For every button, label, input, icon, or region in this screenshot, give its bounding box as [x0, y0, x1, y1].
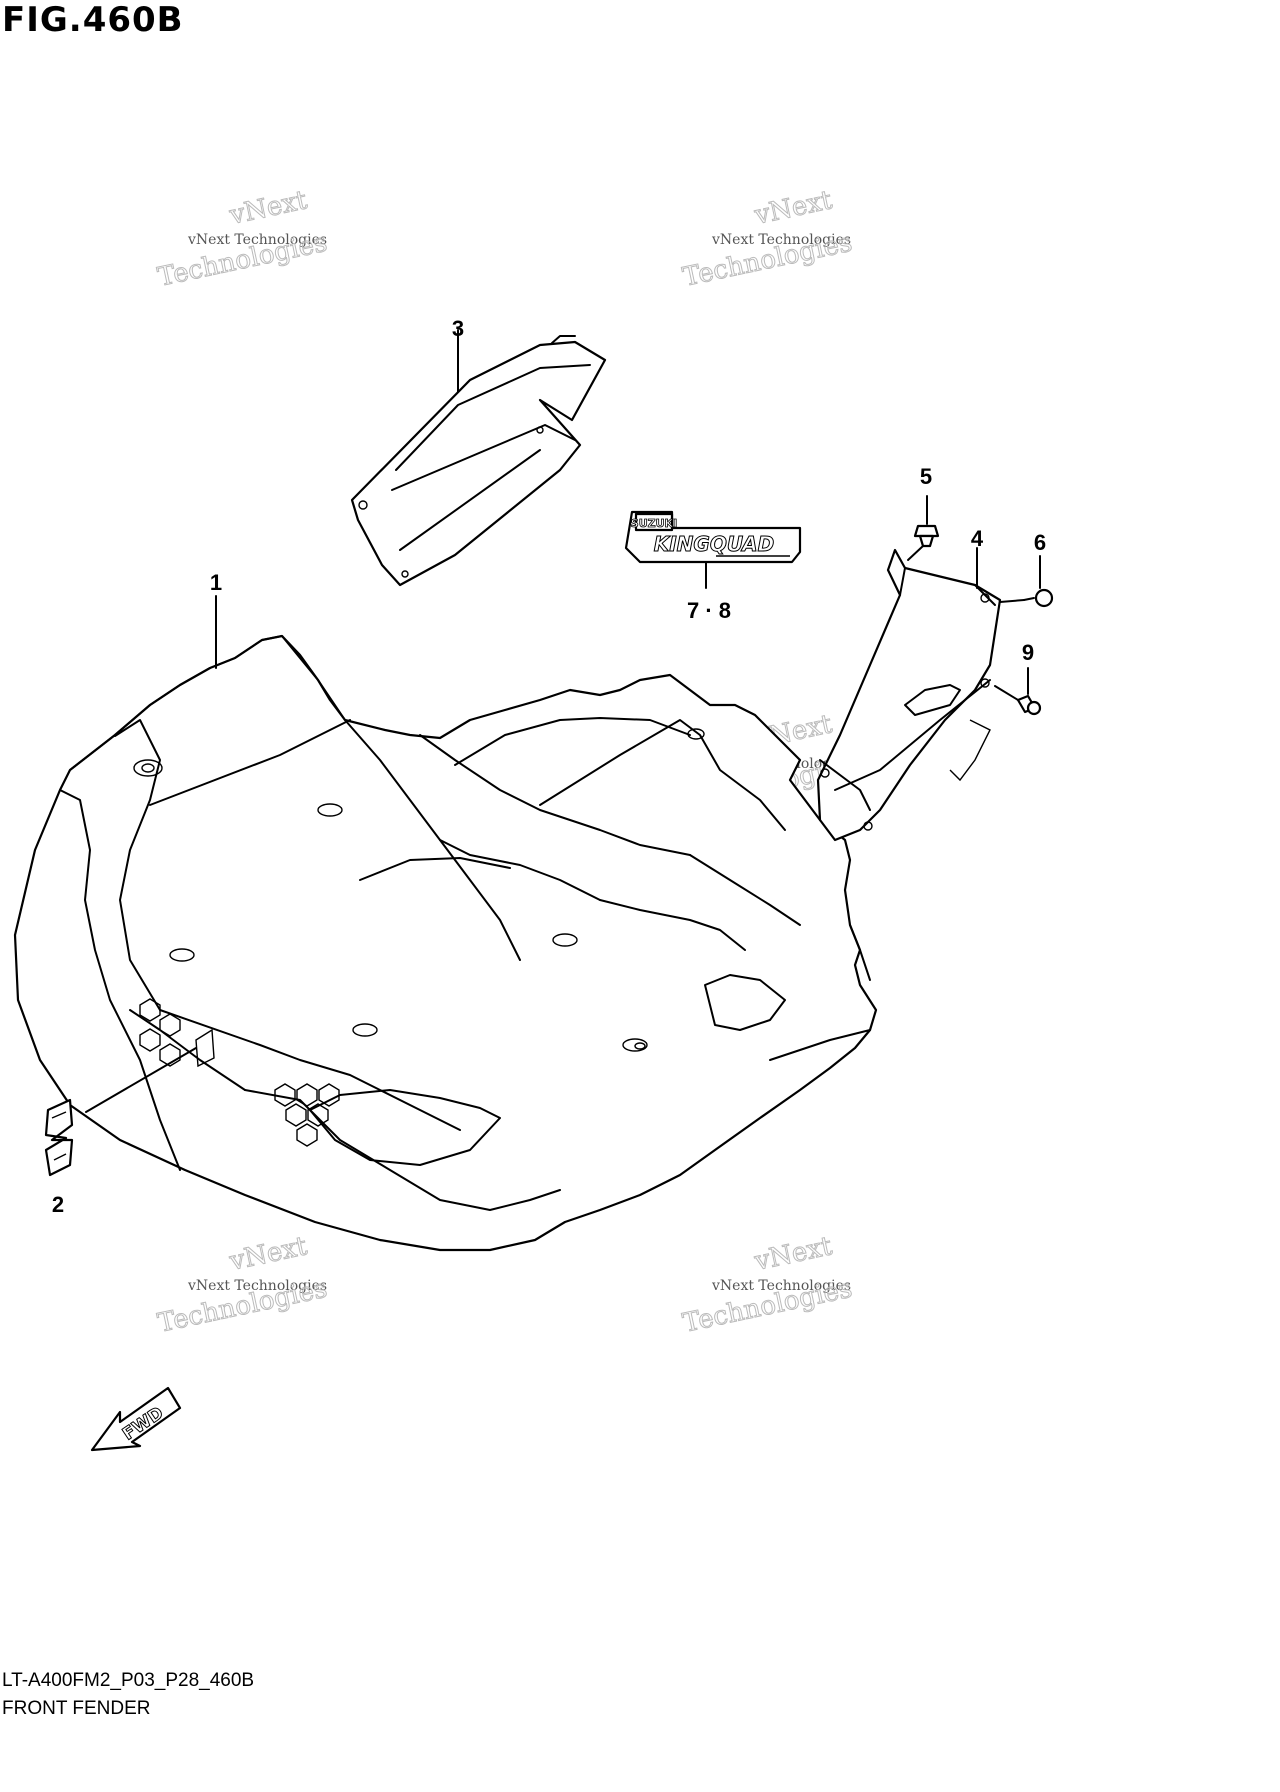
callout-1: 1	[210, 570, 222, 595]
part-5-clip-icon	[913, 524, 940, 548]
callout-5: 5	[920, 464, 932, 489]
leader-6b	[999, 599, 1025, 603]
part-4-side-panel	[816, 548, 1002, 842]
callout-9: 9	[1022, 640, 1034, 665]
emblem-mount-position-icon	[195, 1028, 215, 1068]
part-9-screw-icon	[1016, 694, 1042, 716]
callout-3: 3	[452, 316, 464, 341]
callout-7-8: 7 · 8	[687, 598, 731, 623]
part-7-8-kingquad-emblem: SUZUKI KINGQUAD	[624, 510, 802, 564]
figure-title: FIG.460B	[2, 0, 184, 40]
svg-text:KINGQUAD: KINGQUAD	[654, 532, 775, 556]
right-grille-hex-icon	[274, 1083, 340, 1147]
leader-9b	[994, 685, 1019, 701]
part-3-cover	[350, 335, 607, 587]
leader-2	[85, 1047, 197, 1113]
svg-text:vNext Technologies: vNext Technologies	[187, 232, 327, 248]
fwd-arrow-icon: FWD	[90, 1386, 182, 1452]
leader-5b	[907, 545, 924, 561]
part-6-bolt-icon	[1023, 588, 1054, 608]
svg-text:vNext Technologies: vNext Technologies	[711, 1278, 851, 1294]
callout-4: 4	[971, 526, 984, 551]
watermark-top-right: vNext Technologies Technologies vNext	[680, 185, 856, 294]
svg-text:vNext: vNext	[226, 1231, 310, 1277]
svg-text:vNext Technologies: vNext Technologies	[711, 232, 851, 248]
svg-text:vNext Technologies: vNext Technologies	[187, 1278, 327, 1294]
watermark-bottom-right: vNext Technologies Technologies vNext	[680, 1231, 856, 1340]
part-2-s-emblem-icon	[44, 1098, 74, 1177]
svg-text:vNext: vNext	[751, 1231, 835, 1277]
figure-name: FRONT FENDER	[2, 1698, 151, 1719]
watermark-top-left: vNext Technologies Technologies vNext	[155, 185, 331, 294]
svg-text:vNext: vNext	[751, 185, 835, 231]
callout-6: 6	[1034, 530, 1046, 555]
figure-code: LT-A400FM2_P03_P28_460B	[2, 1670, 255, 1691]
part-1-front-fender	[13, 634, 878, 1252]
watermark-bottom-left: vNext Technologies Technologies vNext	[155, 1231, 331, 1340]
left-grille-hex-icon	[139, 998, 181, 1067]
svg-text:vNext: vNext	[226, 185, 310, 231]
svg-text:SUZUKI: SUZUKI	[631, 517, 677, 530]
callout-2: 2	[52, 1192, 64, 1217]
